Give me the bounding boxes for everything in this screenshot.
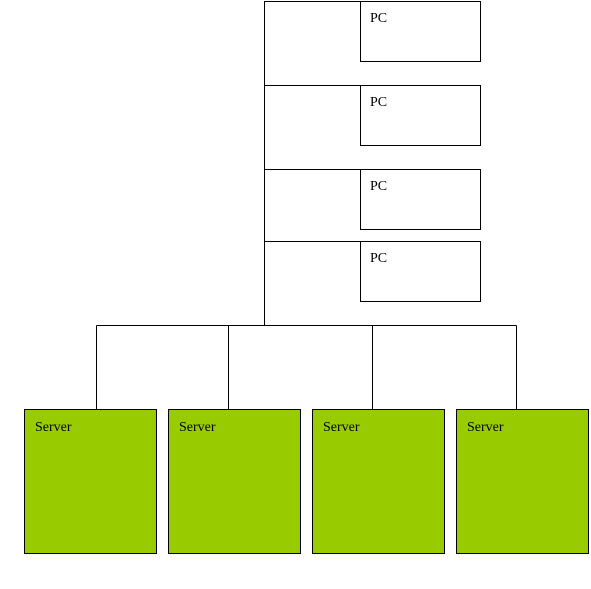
pc-label: PC (370, 251, 387, 266)
server-label: Server (35, 420, 72, 435)
server-node: Server (168, 409, 301, 554)
server-label: Server (323, 420, 360, 435)
server-box (456, 409, 589, 554)
server-box (24, 409, 157, 554)
server-box (312, 409, 445, 554)
pc-box (360, 169, 481, 230)
connectors (96, 1, 517, 410)
pc-box (360, 85, 481, 146)
server-node: Server (456, 409, 589, 554)
server-label: Server (467, 420, 504, 435)
pc-box (360, 1, 481, 62)
pc-label: PC (370, 11, 387, 26)
pc-node: PC (360, 85, 481, 146)
server-node: Server (312, 409, 445, 554)
pc-node: PC (360, 169, 481, 230)
server-box (168, 409, 301, 554)
pc-node: PC (360, 241, 481, 302)
pc-node: PC (360, 1, 481, 62)
pc-label: PC (370, 179, 387, 194)
server-node: Server (24, 409, 157, 554)
pc-label: PC (370, 95, 387, 110)
server-label: Server (179, 420, 216, 435)
pc-box (360, 241, 481, 302)
